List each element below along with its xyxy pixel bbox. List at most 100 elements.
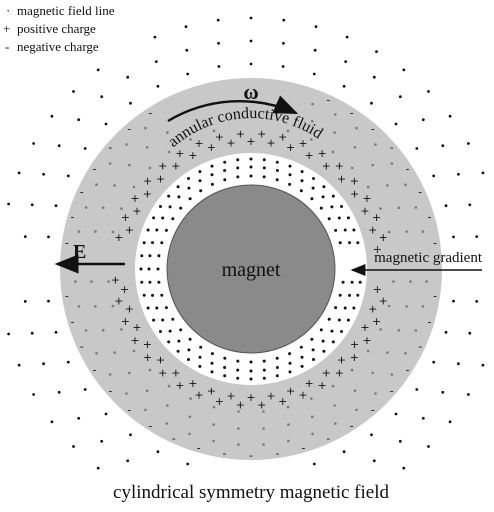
positive-charge: +	[350, 175, 359, 188]
negative-charge: -	[172, 432, 176, 445]
gap-field-dot	[210, 361, 214, 365]
positive-charge: +	[171, 159, 180, 172]
positive-charge: +	[175, 147, 184, 160]
gap-field-dot	[210, 352, 214, 356]
field-line-dot	[427, 90, 430, 93]
fluid-field-dot	[366, 185, 370, 189]
fluid-field-dot	[237, 443, 240, 446]
fluid-field-dot	[108, 373, 112, 376]
negative-charge: -	[197, 441, 201, 454]
negative-charge: -	[326, 432, 330, 445]
fluid-field-dot	[237, 410, 240, 413]
positive-charge: +	[335, 366, 344, 379]
positive-charge: +	[156, 172, 165, 185]
fluid-field-dot	[84, 329, 88, 332]
positive-charge: +	[111, 274, 120, 287]
fluid-field-dot	[311, 432, 314, 436]
positive-charge: +	[226, 136, 235, 149]
legend-symbol-field: ·	[6, 3, 10, 18]
gap-field-dot	[161, 318, 165, 322]
negative-charge: -	[350, 106, 354, 119]
gap-field-dot	[288, 173, 292, 177]
positive-charge: +	[215, 131, 224, 144]
negative-charge: -	[433, 289, 437, 302]
positive-charge: +	[236, 127, 245, 140]
fluid-field-dot	[95, 352, 98, 355]
positive-charge: +	[337, 172, 346, 185]
fluid-field-dot	[262, 443, 265, 446]
fluid-field-dot	[414, 206, 418, 209]
gap-field-dot	[288, 370, 292, 374]
gap-field-dot	[300, 179, 304, 183]
positive-charge: +	[257, 127, 266, 140]
positive-charge: +	[372, 211, 381, 224]
gap-field-dot	[275, 366, 279, 369]
gap-field-dot	[249, 174, 253, 178]
gap-field-dot	[275, 169, 279, 172]
field-line-dot	[372, 75, 376, 79]
field-line-dot	[32, 393, 35, 396]
negative-charge: -	[418, 186, 422, 199]
gap-field-dot	[210, 164, 214, 168]
positive-charge: +	[322, 366, 331, 379]
fluid-field-dot	[374, 143, 377, 146]
positive-charge: +	[317, 147, 326, 160]
field-line-dot	[66, 174, 70, 178]
positive-charge: +	[194, 137, 203, 150]
fluid-field-dot	[350, 368, 354, 372]
gap-field-dot	[187, 358, 190, 361]
fluid-field-dot	[287, 423, 290, 426]
gap-field-dot	[249, 360, 253, 364]
gap-field-dot	[142, 293, 146, 297]
field-line-dot	[154, 60, 158, 63]
positive-charge: +	[121, 315, 130, 328]
positive-charge: +	[286, 141, 295, 154]
fluid-field-dot	[148, 166, 152, 170]
positive-charge: +	[350, 188, 359, 201]
negative-charge: -	[71, 210, 75, 223]
rotation-arrow	[167, 95, 299, 123]
gap-field-dot	[140, 280, 144, 284]
gap-field-dot	[147, 267, 151, 271]
fluid-field-dot	[144, 126, 147, 130]
positive-charge: +	[373, 283, 382, 296]
field-line-dot	[186, 462, 190, 466]
field-line-dot	[47, 235, 50, 239]
fluid-field-dot	[262, 410, 265, 413]
negative-charge: -	[127, 403, 131, 416]
positive-charge: +	[257, 398, 266, 411]
positive-charge: +	[158, 159, 167, 172]
fluid-field-dot	[421, 305, 425, 308]
gap-field-dot	[187, 186, 191, 190]
gap-field-dot	[288, 352, 292, 356]
fluid-field-dot	[107, 280, 110, 283]
gap-field-dot	[299, 345, 303, 349]
fluid-field-dot	[333, 404, 336, 407]
magnet-label: magnet	[222, 259, 281, 281]
gap-field-dot	[155, 228, 159, 232]
fluid-field-dot	[310, 138, 313, 141]
positive-charge: +	[130, 334, 139, 347]
gap-field-dot	[346, 318, 350, 322]
negative-charge: -	[93, 363, 97, 376]
fluid-field-dot	[132, 185, 136, 189]
field-line-dot	[345, 35, 349, 39]
fluid-field-dot	[331, 150, 335, 154]
fluid-field-dot	[310, 397, 313, 400]
field-line-dot	[282, 18, 286, 22]
gap-field-dot	[236, 359, 240, 363]
field-line-dot	[100, 439, 104, 443]
legend-text-field: magnetic field line	[17, 3, 115, 18]
fluid-field-dot	[113, 184, 116, 187]
field-line-dot	[126, 459, 130, 463]
positive-charge: +	[335, 159, 344, 172]
positive-charge: +	[379, 231, 388, 244]
fluid-field-dot	[409, 280, 412, 283]
fluid-field-dot	[237, 427, 240, 430]
negative-charge: -	[406, 162, 410, 175]
gap-field-dot	[330, 205, 334, 209]
positive-charge: +	[322, 159, 331, 172]
gap-field-dot	[179, 206, 183, 210]
fluid-field-dot	[77, 230, 81, 233]
